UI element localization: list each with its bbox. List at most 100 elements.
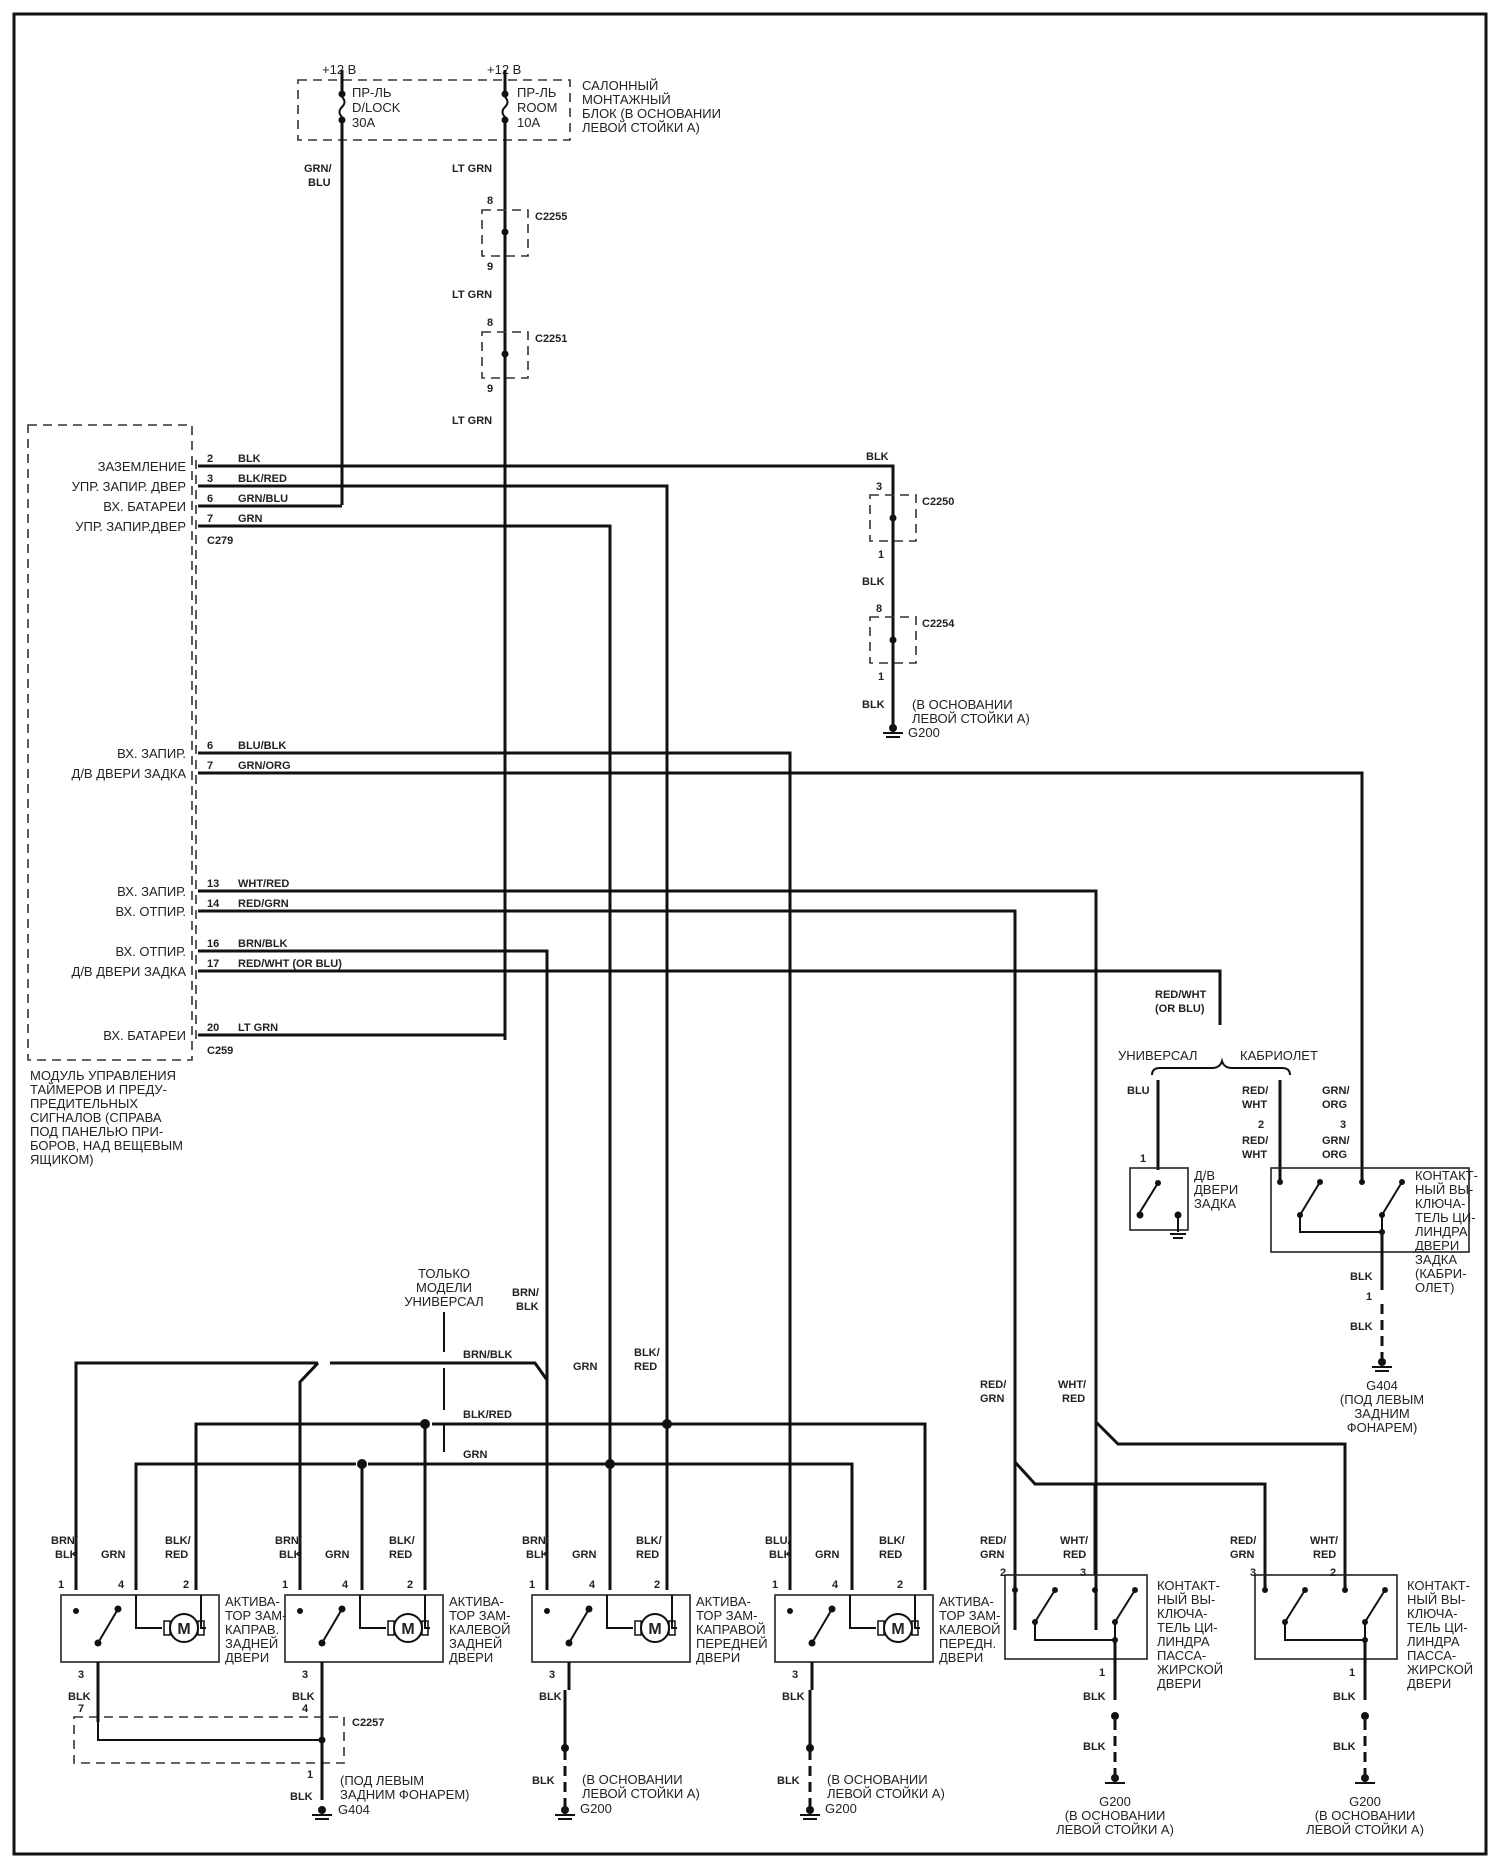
wire-label: LT GRN bbox=[452, 163, 492, 175]
svg-text:WHT/RED: WHT/RED bbox=[238, 878, 289, 890]
pin-number: 2 bbox=[897, 1579, 903, 1591]
svg-text:ТАЙМЕРОВ И ПРЕДУ-: ТАЙМЕРОВ И ПРЕДУ- bbox=[30, 1082, 167, 1097]
svg-text:1: 1 bbox=[1140, 1153, 1146, 1165]
connector-name: C2254 bbox=[922, 618, 955, 630]
connector-c2251: 8 9 C2251 bbox=[481, 317, 567, 395]
svg-text:(ПОД ЛЕВЫМ: (ПОД ЛЕВЫМ bbox=[1340, 1392, 1424, 1407]
fuse1-line2: D/LOCK bbox=[352, 100, 401, 115]
switch-arm bbox=[1284, 1589, 1306, 1623]
pin-number: 3 bbox=[549, 1669, 555, 1681]
module-pins-c259: ВХ. ЗАПИР. Д/В ДВЕРИ ЗАДКА ВХ. ЗАПИР. ВХ… bbox=[72, 740, 343, 1057]
tailgate-cylinder-switch bbox=[1270, 1167, 1470, 1253]
internal-wire bbox=[1284, 1622, 1366, 1641]
actuator-body bbox=[60, 1594, 220, 1663]
svg-text:GRN: GRN bbox=[238, 513, 263, 525]
actuator-label: ТОР ЗАМ- bbox=[939, 1608, 1000, 1623]
motor-wire bbox=[135, 1595, 162, 1629]
wire-label: BLK/RED bbox=[463, 1409, 512, 1421]
wire-label: BLK bbox=[290, 1791, 313, 1803]
svg-text:УПР. ЗАПИР. ДВЕР: УПР. ЗАПИР. ДВЕР bbox=[72, 479, 186, 494]
svg-text:8: 8 bbox=[487, 317, 493, 329]
wire-label: BLK bbox=[769, 1549, 792, 1561]
switch-label: ДВЕРИ bbox=[1157, 1676, 1201, 1691]
wire-label: BLK bbox=[1333, 1741, 1356, 1753]
actuator-label: ЗАДНЕЙ bbox=[449, 1636, 502, 1651]
svg-text:7: 7 bbox=[78, 1703, 84, 1715]
svg-text:ЗАДКА: ЗАДКА bbox=[1415, 1252, 1457, 1267]
pin-number: 2 bbox=[654, 1579, 660, 1591]
actuator-label: ДВЕРИ bbox=[449, 1650, 493, 1665]
connector-name: C2257 bbox=[352, 1717, 384, 1729]
timer-module bbox=[27, 424, 197, 1061]
power-label-2: +12 В bbox=[487, 62, 521, 77]
svg-text:СИГНАЛОВ (СПРАВА: СИГНАЛОВ (СПРАВА bbox=[30, 1110, 162, 1125]
wire-label: RED/ bbox=[980, 1535, 1006, 1547]
ground-icon bbox=[1111, 1774, 1119, 1782]
svg-text:9: 9 bbox=[487, 261, 493, 273]
switch-label: КОНТАКТ- bbox=[1407, 1578, 1470, 1593]
option-wagon: УНИВЕРСАЛ bbox=[1118, 1048, 1197, 1063]
terminal-dot bbox=[787, 1608, 793, 1614]
wire-label: RED bbox=[1313, 1549, 1336, 1561]
svg-text:ЛИНДРА: ЛИНДРА bbox=[1415, 1224, 1468, 1239]
svg-text:1: 1 bbox=[1366, 1291, 1372, 1303]
svg-text:НЫЙ ВЫ-: НЫЙ ВЫ- bbox=[1415, 1182, 1473, 1197]
terminal-dot bbox=[1092, 1587, 1098, 1593]
pin-number: 4 bbox=[118, 1579, 125, 1591]
fuse1-line3: 30A bbox=[352, 115, 375, 130]
motor-wire bbox=[849, 1595, 876, 1629]
ground-location: (В ОСНОВАНИИ bbox=[1315, 1808, 1416, 1823]
actuator-label: ТОР ЗАМ- bbox=[696, 1608, 757, 1623]
connector-name: C279 bbox=[207, 535, 233, 547]
terminal-dot bbox=[1012, 1587, 1018, 1593]
wire-label: BRN/ bbox=[51, 1535, 78, 1547]
wire-label: BLK bbox=[279, 1549, 302, 1561]
wire-label: GRN bbox=[980, 1549, 1005, 1561]
switch-contact bbox=[565, 1639, 573, 1647]
connector-name: C2255 bbox=[535, 211, 567, 223]
svg-text:ЗАДНИМ ФОНАРЕМ): ЗАДНИМ ФОНАРЕМ) bbox=[340, 1787, 470, 1802]
svg-text:ОЛЕТ): ОЛЕТ) bbox=[1415, 1280, 1454, 1295]
actuator-body bbox=[284, 1594, 444, 1663]
svg-text:14: 14 bbox=[207, 898, 220, 910]
svg-text:(ПОД ЛЕВЫМ: (ПОД ЛЕВЫМ bbox=[340, 1773, 424, 1788]
svg-text:(В ОСНОВАНИИ: (В ОСНОВАНИИ bbox=[582, 1772, 683, 1787]
actuator-label: ПЕРЕДНЕЙ bbox=[696, 1636, 768, 1651]
wire-label: GRN/ bbox=[1322, 1085, 1350, 1097]
switch-label: ПАССА- bbox=[1157, 1648, 1206, 1663]
ground-name: G200 bbox=[580, 1801, 612, 1816]
svg-text:(В ОСНОВАНИИ: (В ОСНОВАНИИ bbox=[827, 1772, 928, 1787]
diagram-frame bbox=[12, 12, 1488, 1856]
switch-label: ЖИРСКОЙ bbox=[1157, 1662, 1223, 1677]
wire-label: BLK bbox=[866, 451, 889, 463]
svg-text:20: 20 bbox=[207, 1022, 219, 1034]
motor-brush bbox=[668, 1620, 676, 1636]
motor-brush bbox=[387, 1620, 395, 1636]
junction-block-label-1: САЛОННЫЙ bbox=[582, 78, 658, 93]
wire-label: BLK bbox=[539, 1691, 562, 1703]
wire-label: RED/ bbox=[980, 1379, 1006, 1391]
wire-label: RED bbox=[165, 1549, 188, 1561]
fuse-icon bbox=[338, 96, 346, 118]
junction-block: +12 В +12 В ПР-ЛЬ D/LOCK 30A ПР-ЛЬ ROOM … bbox=[297, 62, 721, 505]
switch-contact bbox=[318, 1639, 326, 1647]
wire-label: BLU/ bbox=[765, 1535, 791, 1547]
actuator-label: ЗАДНЕЙ bbox=[225, 1636, 278, 1651]
svg-text:(КАБРИ-: (КАБРИ- bbox=[1415, 1266, 1466, 1281]
actuator-body bbox=[531, 1594, 691, 1663]
svg-text:ТЕЛЬ ЦИ-: ТЕЛЬ ЦИ- bbox=[1415, 1210, 1476, 1225]
svg-text:3: 3 bbox=[207, 473, 213, 485]
pin-number: 3 bbox=[78, 1669, 84, 1681]
svg-text:ВХ. ЗАПИР.: ВХ. ЗАПИР. bbox=[117, 746, 186, 761]
svg-text:ФОНАРЕМ): ФОНАРЕМ) bbox=[1347, 1420, 1418, 1435]
svg-text:ЗАДКА: ЗАДКА bbox=[1194, 1196, 1236, 1211]
motor-brush bbox=[163, 1620, 171, 1636]
wire-label: GRN bbox=[325, 1549, 350, 1561]
svg-text:8: 8 bbox=[487, 195, 493, 207]
wire-label: WHT/ bbox=[1310, 1535, 1338, 1547]
connector-c2254: 8 1 C2254 bbox=[869, 603, 955, 683]
